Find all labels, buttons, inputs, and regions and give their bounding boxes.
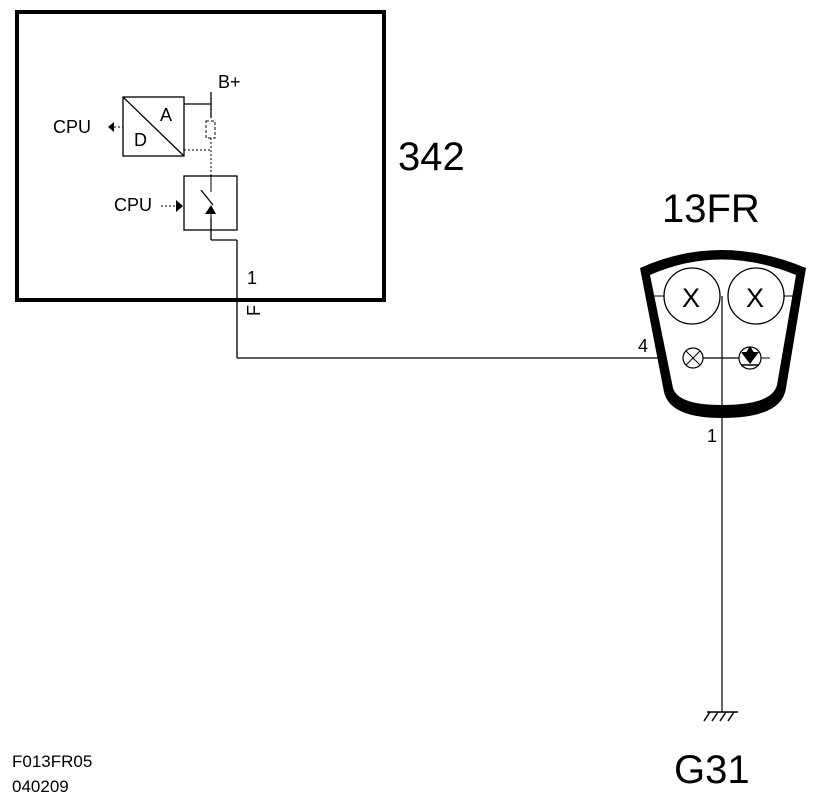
cpu-in-label: CPU — [114, 195, 152, 215]
lamp-unit-housing — [640, 250, 806, 418]
switch-transistor — [183, 175, 238, 241]
adc-block — [122, 96, 185, 157]
date-code: 040209 — [12, 777, 69, 796]
cpu-out-label: CPU — [53, 117, 91, 137]
cpu-in-arrow-icon — [176, 200, 183, 212]
lamp-pin-in-label: 4 — [638, 336, 648, 356]
drawing-code: F013FR05 — [12, 752, 92, 771]
cpu-out-arrow-icon — [108, 122, 114, 132]
supply-label: B+ — [218, 72, 241, 92]
lamp-unit-id-label: 13FR — [662, 187, 760, 231]
module-pin-number: 1 — [247, 268, 257, 288]
bulb-left-symbol: X — [682, 283, 700, 313]
module-pin-wire-label: F — [244, 305, 264, 316]
module-id-label: 342 — [398, 135, 465, 179]
ground-icon — [703, 711, 738, 722]
adc-label-a: A — [160, 105, 172, 125]
adc-label-d: D — [134, 130, 147, 150]
ground-id-label: G31 — [674, 748, 750, 792]
indicator-lamp-icon — [682, 347, 704, 369]
pullup-resistor — [205, 120, 216, 139]
bulb-right-symbol: X — [746, 283, 764, 313]
lamp-pin-out-label: 1 — [707, 426, 717, 446]
diode-icon — [738, 346, 762, 370]
module-342-box — [15, 10, 386, 302]
